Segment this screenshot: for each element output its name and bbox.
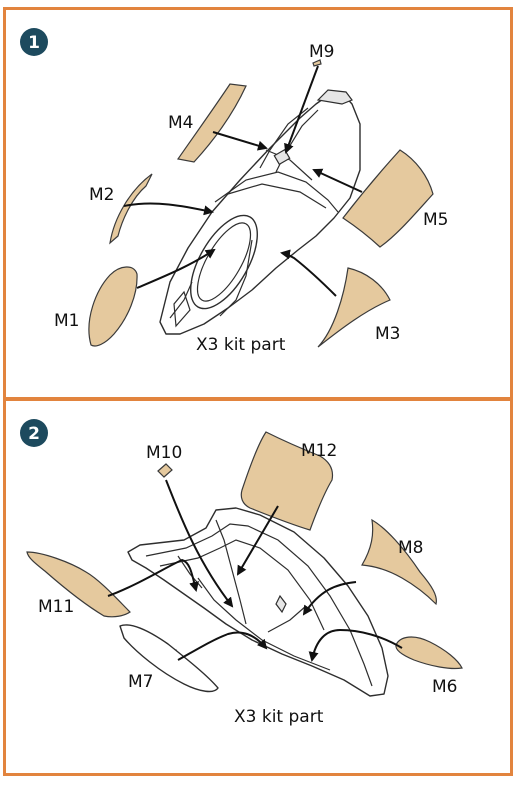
kit-part-label-step-2: X3 kit part <box>234 707 324 727</box>
label-m5: M5 <box>423 210 448 230</box>
step-2-number: 2 <box>28 424 40 444</box>
mask-m10 <box>157 463 173 478</box>
label-m11: M11 <box>38 597 74 617</box>
step-1-number: 1 <box>28 33 40 53</box>
mask-m8 <box>360 518 437 606</box>
step-2-badge: 2 <box>20 419 48 447</box>
label-m12: M12 <box>301 441 337 461</box>
label-m9: M9 <box>309 42 334 62</box>
mask-m5 <box>342 149 434 248</box>
mask-m9 <box>312 59 322 67</box>
label-m3: M3 <box>375 324 400 344</box>
label-m7: M7 <box>128 672 153 692</box>
step-1-badge: 1 <box>20 28 48 56</box>
label-m10: M10 <box>146 443 182 463</box>
mask-m6 <box>395 636 463 670</box>
label-m2: M2 <box>89 185 114 205</box>
canopy-part-step-1 <box>159 89 361 335</box>
label-m4: M4 <box>168 113 193 133</box>
mask-m1 <box>88 266 138 347</box>
label-m1: M1 <box>54 311 79 331</box>
mask-m7-clear-part <box>119 624 219 693</box>
mask-m12 <box>240 431 334 531</box>
mask-m11 <box>26 551 131 618</box>
label-m8: M8 <box>398 538 423 558</box>
kit-part-label-step-1: X3 kit part <box>196 335 286 355</box>
mask-m4 <box>176 83 247 163</box>
mask-m2 <box>109 173 153 245</box>
label-m6: M6 <box>432 677 457 697</box>
mask-m3 <box>317 267 391 348</box>
